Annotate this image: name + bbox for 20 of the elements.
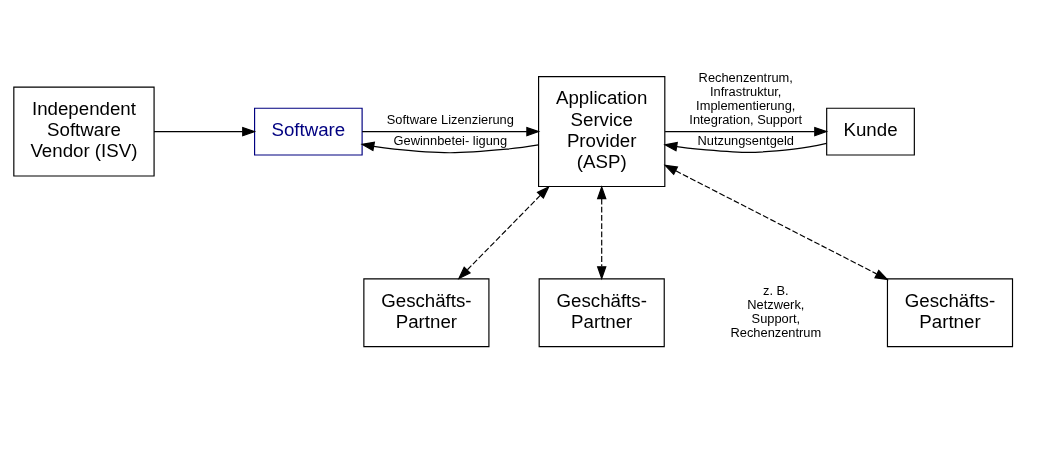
edge-label: Rechenzentrum, Infrastruktur, Implementierung, Integration, Support: [689, 70, 803, 128]
arrow: [596, 185, 607, 281]
arrow: [361, 126, 541, 137]
node-box: Independent Software Vendor (ISV): [13, 86, 155, 177]
edge-label: Software Lizenzierung: [386, 112, 514, 128]
edge-label: Nutzungsentgeld: [697, 133, 794, 149]
label: z. B. Netzwerk, Support, Rechenzentrum: [730, 282, 822, 341]
edge-label: Gewinnbetei- ligung: [393, 133, 508, 149]
node-box: Kunde: [826, 107, 915, 156]
node-box: Software: [254, 107, 363, 156]
node-box: Geschäfts- Partner: [538, 278, 665, 348]
arrow: [360, 141, 539, 154]
node-box: Geschäfts- Partner: [886, 278, 1014, 348]
arrow: [457, 185, 550, 280]
node-box: Geschäfts- Partner: [363, 278, 490, 348]
arrow: [664, 126, 829, 137]
arrow: [663, 141, 828, 153]
arrow: [663, 164, 889, 281]
node-box: Application Service Provider (ASP): [538, 76, 666, 188]
arrow: [153, 126, 257, 137]
